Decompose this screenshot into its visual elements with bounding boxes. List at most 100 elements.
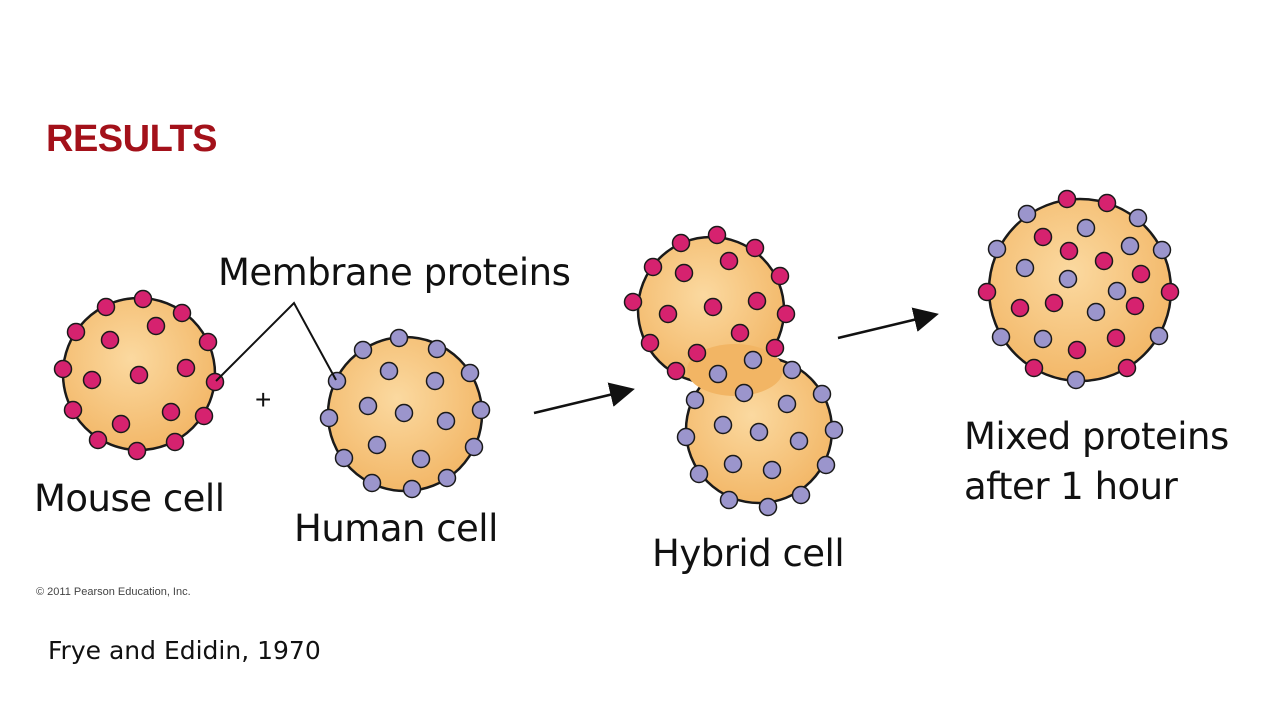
mouse-protein <box>747 291 767 311</box>
hybrid-cell <box>623 225 844 517</box>
human-protein <box>425 371 445 391</box>
mouse-protein <box>1059 241 1079 261</box>
hybrid-cell-label: Hybrid cell <box>652 532 845 575</box>
mouse-protein <box>776 304 796 324</box>
human-protein <box>394 403 414 423</box>
mouse-protein <box>1160 282 1180 302</box>
human-protein <box>987 239 1007 259</box>
mouse-protein <box>146 316 166 336</box>
mouse-protein <box>133 289 153 309</box>
human-protein <box>327 371 347 391</box>
mouse-protein <box>666 361 686 381</box>
mouse-protein <box>671 233 691 253</box>
membrane-proteins-label: Membrane proteins <box>218 251 571 294</box>
human-protein <box>708 364 728 384</box>
mouse-protein <box>194 406 214 426</box>
human-protein <box>789 431 809 451</box>
mouse-protein <box>703 297 723 317</box>
human-protein <box>812 384 832 404</box>
human-protein <box>464 437 484 457</box>
human-protein <box>1058 269 1078 289</box>
human-protein <box>402 479 422 499</box>
mouse-protein <box>176 358 196 378</box>
human-protein <box>427 339 447 359</box>
human-protein <box>353 340 373 360</box>
human-protein <box>713 415 733 435</box>
mouse-protein <box>687 343 707 363</box>
mixed-proteins-line2: after 1 hour <box>964 465 1178 508</box>
mouse-protein <box>745 238 765 258</box>
human-protein <box>471 400 491 420</box>
results-heading: RESULTS <box>46 118 218 160</box>
mouse-protein <box>1010 298 1030 318</box>
mouse-protein <box>765 338 785 358</box>
mouse-protein <box>1044 293 1064 313</box>
human-cell-label: Human cell <box>294 507 498 550</box>
mouse-protein <box>1067 340 1087 360</box>
mouse-protein <box>1097 193 1117 213</box>
mouse-protein <box>719 251 739 271</box>
mouse-protein <box>53 359 73 379</box>
human-protein <box>685 390 705 410</box>
mouse-protein <box>82 370 102 390</box>
arrow-to-hybrid <box>533 382 635 415</box>
mouse-protein <box>100 330 120 350</box>
human-protein <box>436 411 456 431</box>
human-protein <box>1076 218 1096 238</box>
human-protein <box>437 468 457 488</box>
mouse-protein <box>127 441 147 461</box>
human-protein <box>782 360 802 380</box>
human-protein <box>358 396 378 416</box>
human-protein <box>1152 240 1172 260</box>
mouse-protein <box>129 365 149 385</box>
human-protein <box>1107 281 1127 301</box>
membrane-proteins-pointer <box>215 301 337 382</box>
copyright-notice: © 2011 Pearson Education, Inc. <box>36 586 191 598</box>
human-protein <box>1128 208 1148 228</box>
human-protein <box>816 455 836 475</box>
mouse-protein <box>730 323 750 343</box>
human-protein <box>1017 204 1037 224</box>
human-protein <box>379 361 399 381</box>
mouse-protein <box>674 263 694 283</box>
mouse-protein <box>1117 358 1137 378</box>
mouse-protein <box>88 430 108 450</box>
human-protein <box>743 350 763 370</box>
human-protein <box>389 328 409 348</box>
human-protein <box>1033 329 1053 349</box>
human-protein <box>1066 370 1086 390</box>
human-protein <box>749 422 769 442</box>
mouse-protein <box>1106 328 1126 348</box>
hybrid-membrane-proteins <box>623 225 844 517</box>
arrow-to-mixed <box>837 307 939 340</box>
mixed-cell <box>977 189 1180 390</box>
mouse-cell-label: Mouse cell <box>34 477 225 520</box>
human-protein <box>411 449 431 469</box>
plus-sign: + <box>255 384 272 415</box>
mouse-protein <box>111 414 131 434</box>
mouse-protein <box>1024 358 1044 378</box>
human-protein <box>791 485 811 505</box>
mixed-proteins-line1: Mixed proteins <box>964 415 1229 458</box>
mouse-protein <box>165 432 185 452</box>
mouse-protein <box>1033 227 1053 247</box>
human-protein <box>367 435 387 455</box>
human-protein <box>991 327 1011 347</box>
mouse-protein <box>770 266 790 286</box>
mouse-protein <box>66 322 86 342</box>
human-protein <box>1120 236 1140 256</box>
mouse-protein <box>643 257 663 277</box>
mouse-protein <box>1094 251 1114 271</box>
mouse-protein <box>161 402 181 422</box>
human-protein <box>334 448 354 468</box>
mouse-protein <box>658 304 678 324</box>
mouse-cell <box>53 289 225 461</box>
human-protein <box>719 490 739 510</box>
human-protein <box>1086 302 1106 322</box>
mouse-protein <box>172 303 192 323</box>
human-protein <box>1015 258 1035 278</box>
mixed-proteins-label: Mixed proteins after 1 hour <box>964 412 1229 512</box>
mouse-protein <box>63 400 83 420</box>
human-protein <box>689 464 709 484</box>
